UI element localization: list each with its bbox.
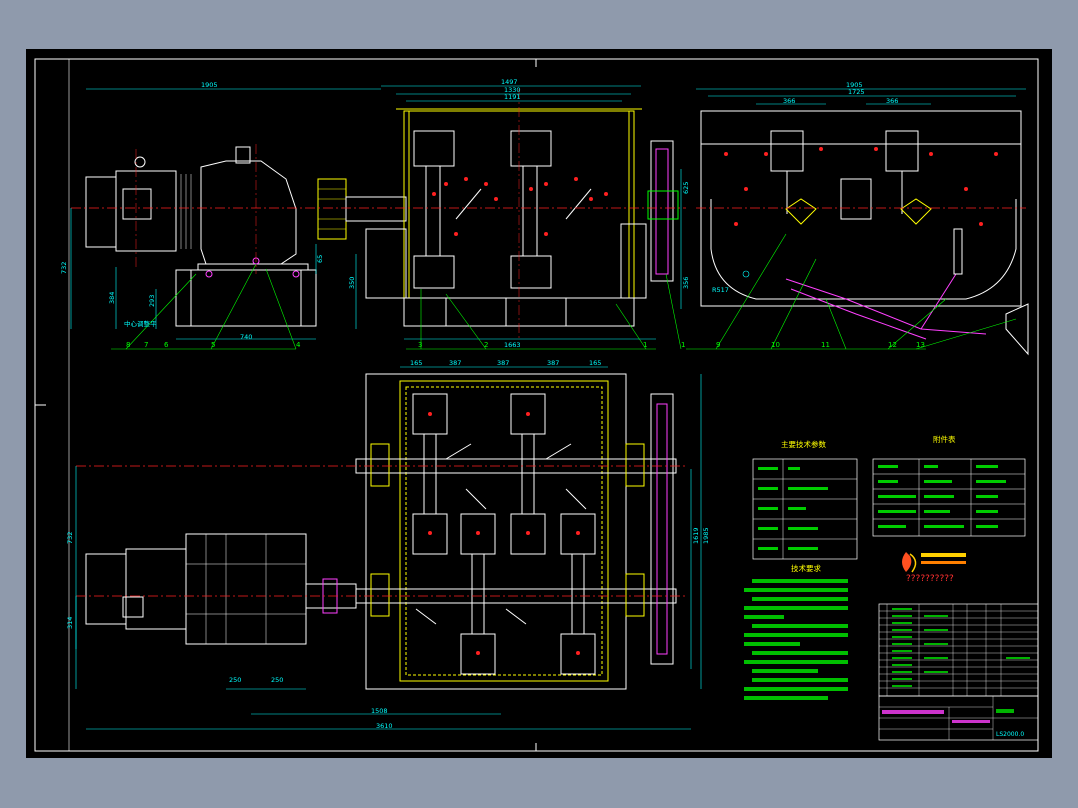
drawing-sheet: 1905 1497 1330 1191 1905 1725 366 366 73… (26, 49, 1052, 758)
part-number-label: 12 (888, 341, 897, 349)
plan-frame (365, 373, 627, 690)
motor-lifting-eye (134, 156, 146, 168)
motor-terminal-box (122, 188, 152, 220)
accessories-table (872, 458, 1026, 537)
plan-gearbox (185, 533, 307, 645)
dimension-lines (70, 85, 1026, 730)
left-bearing-stand (365, 228, 407, 299)
plan-paddles (412, 393, 596, 675)
side-paddles (770, 130, 919, 220)
dim-plan-seg2: 387 (449, 359, 461, 367)
accessories-title: 附件表 (933, 434, 956, 444)
front-view (71, 89, 686, 339)
part-number-label: 7 (144, 341, 148, 349)
sprocket (647, 190, 679, 220)
dim-height-motor: 384 (108, 292, 116, 304)
logo-text: ?????????? (906, 574, 954, 584)
plan-bolts (428, 412, 580, 655)
outer-frame (34, 58, 1039, 752)
dim-height-chain: 356 (682, 277, 690, 289)
plan-view (76, 373, 686, 690)
chain-guard (650, 140, 674, 282)
dim-plan-seg1: 165 (410, 359, 422, 367)
dim-height-right-top: 625 (682, 182, 690, 194)
part-number-label: 9 (716, 341, 720, 349)
front-paddles (413, 130, 592, 289)
part-number-label: 3 (418, 341, 422, 349)
dim-height-overall: 732 (60, 262, 68, 274)
cylinder (953, 228, 963, 275)
front-bolts (432, 177, 608, 236)
plan-motor-end (85, 553, 127, 625)
dim-side-radius: R517 (712, 286, 729, 294)
dim-plan-seg4: 387 (547, 359, 559, 367)
dim-plan-height-left: 732 (66, 532, 74, 544)
dim-height-mixer: 350 (348, 277, 356, 289)
cad-drawing: 1905 1497 1330 1191 1905 1725 366 366 73… (34, 58, 1039, 752)
chain (655, 148, 669, 275)
plan-chain-guard (650, 393, 674, 665)
drawing-code: LS2000.0 (996, 731, 1024, 738)
dim-mixer-mid: 1330 (504, 86, 521, 94)
dim-base-length: 740 (240, 333, 252, 341)
part-number-label: 4 (296, 341, 301, 349)
dim-plan-bottom-a: 250 (229, 676, 241, 684)
main-params-table (752, 458, 858, 560)
main-params-title: 主要技术参数 (781, 439, 826, 449)
part-number-label: 1 (681, 341, 685, 349)
dim-plan-left-small: 314 (66, 617, 74, 629)
part-number-label: 2 (484, 341, 488, 349)
dim-plan-bottom-total: 3610 (376, 722, 393, 730)
drive-shaft (345, 196, 407, 222)
dim-plan-bottom-mid: 1508 (371, 707, 388, 715)
inner-frame (68, 58, 1039, 752)
dim-side-left: 366 (783, 97, 795, 105)
dim-plan-height-outer: 1985 (702, 527, 710, 544)
part-number-label: 11 (821, 341, 830, 349)
plan-trough (399, 380, 609, 682)
dim-height-left-top: 65 (316, 255, 324, 263)
dim-mixer-inner: 1191 (504, 93, 521, 101)
gearbox-housing (200, 160, 297, 265)
dim-side-inner: 1725 (848, 88, 865, 96)
dim-side-total: 1905 (846, 81, 863, 89)
motor-endcap (85, 176, 117, 248)
side-housing (700, 110, 1022, 307)
company-logo (902, 552, 966, 573)
dim-side-right: 366 (886, 97, 898, 105)
motor-body (115, 170, 177, 252)
side-trough-curve (710, 199, 1017, 300)
leader-lines (111, 233, 1017, 350)
coupling (317, 178, 347, 240)
part-number-label: 13 (916, 341, 925, 349)
part-number-label: 5 (211, 341, 215, 349)
dim-mixer-outer: 1497 (501, 78, 518, 86)
level-note: 中心调整平 (124, 319, 157, 328)
dimension-texts: 1905 1497 1330 1191 1905 1725 366 366 73… (60, 78, 898, 730)
discharge-linkage (785, 273, 987, 340)
part-number-label: 8 (126, 341, 130, 349)
tables-area: 主要技术参数 附件表 (744, 434, 1039, 741)
dim-plan-bottom-b: 250 (271, 676, 283, 684)
dim-mixer-base: 1663 (504, 341, 521, 349)
gearbox-breather (235, 146, 251, 164)
part-number-label: 1 (643, 341, 647, 349)
part-number-label: 10 (771, 341, 780, 349)
tech-req-body (744, 579, 848, 700)
part-number-label: 6 (164, 341, 169, 349)
side-view (696, 110, 1029, 356)
motor-base-frame (175, 269, 317, 327)
discharge-chute (1005, 303, 1029, 356)
dim-front-total: 1905 (201, 81, 218, 89)
dim-height-gearbox: 293 (148, 295, 156, 307)
dim-plan-height-inner: 1619 (692, 527, 700, 544)
dim-plan-seg3: 387 (497, 359, 509, 367)
dim-plan-seg5: 165 (589, 359, 601, 367)
tech-req-title: 技术要求 (791, 563, 821, 573)
